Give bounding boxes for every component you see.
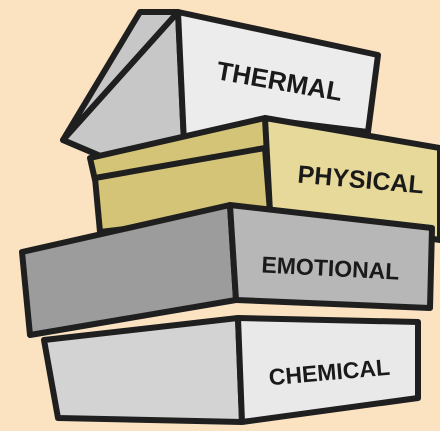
box-chemical: CHEMICAL [44,318,418,422]
